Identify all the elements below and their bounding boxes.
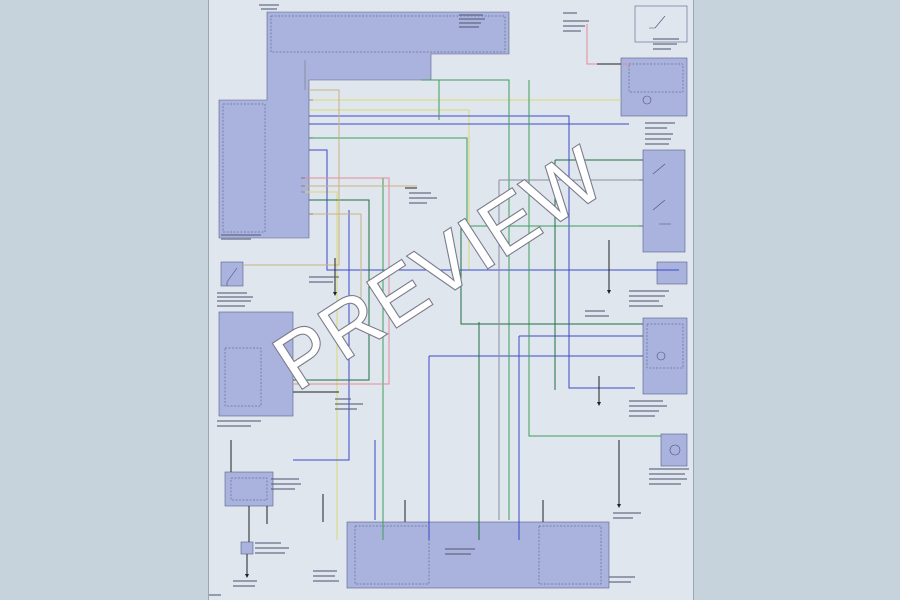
relay-top-right bbox=[634, 5, 688, 43]
fuse-box-dashed-outline bbox=[270, 15, 506, 53]
preview-watermark: PREVIEW bbox=[258, 129, 619, 406]
wiring-diagram: PREVIEW bbox=[209, 4, 689, 596]
transmission-control-module bbox=[218, 311, 294, 417]
brake-switch-box bbox=[220, 261, 244, 287]
wire-harness bbox=[230, 24, 679, 576]
mcu-left-dashed bbox=[354, 525, 430, 585]
connector-pins bbox=[301, 99, 643, 357]
door-switch-box bbox=[656, 261, 688, 285]
motor-icon bbox=[656, 351, 666, 361]
wiring-diagram-sheet: PREVIEW bbox=[208, 0, 694, 600]
tcm-dashed-outline bbox=[224, 347, 262, 407]
ground-markers bbox=[245, 290, 621, 578]
sensor-icon bbox=[669, 444, 681, 456]
underhood-fuse-relay-box bbox=[218, 11, 510, 239]
relay-switch-icon bbox=[649, 15, 666, 29]
multiplex-control-unit bbox=[346, 521, 610, 589]
joint-connector bbox=[240, 541, 254, 555]
window-motor-box bbox=[642, 317, 688, 395]
relay-contacts-icon bbox=[652, 163, 671, 225]
sensor-box bbox=[660, 433, 688, 467]
window-motor-dashed bbox=[646, 323, 684, 369]
horn-relay-dashed bbox=[628, 63, 684, 93]
label-text-blocks bbox=[209, 4, 689, 596]
mcu-right-dashed bbox=[538, 525, 602, 585]
horn-icon bbox=[642, 95, 652, 105]
range-switch-dashed bbox=[230, 477, 268, 501]
switch-contact-icon bbox=[226, 267, 238, 286]
horn-relay-box bbox=[620, 57, 688, 117]
transmission-range-switch bbox=[224, 471, 274, 507]
control-unit-dashed-outline bbox=[222, 103, 266, 233]
